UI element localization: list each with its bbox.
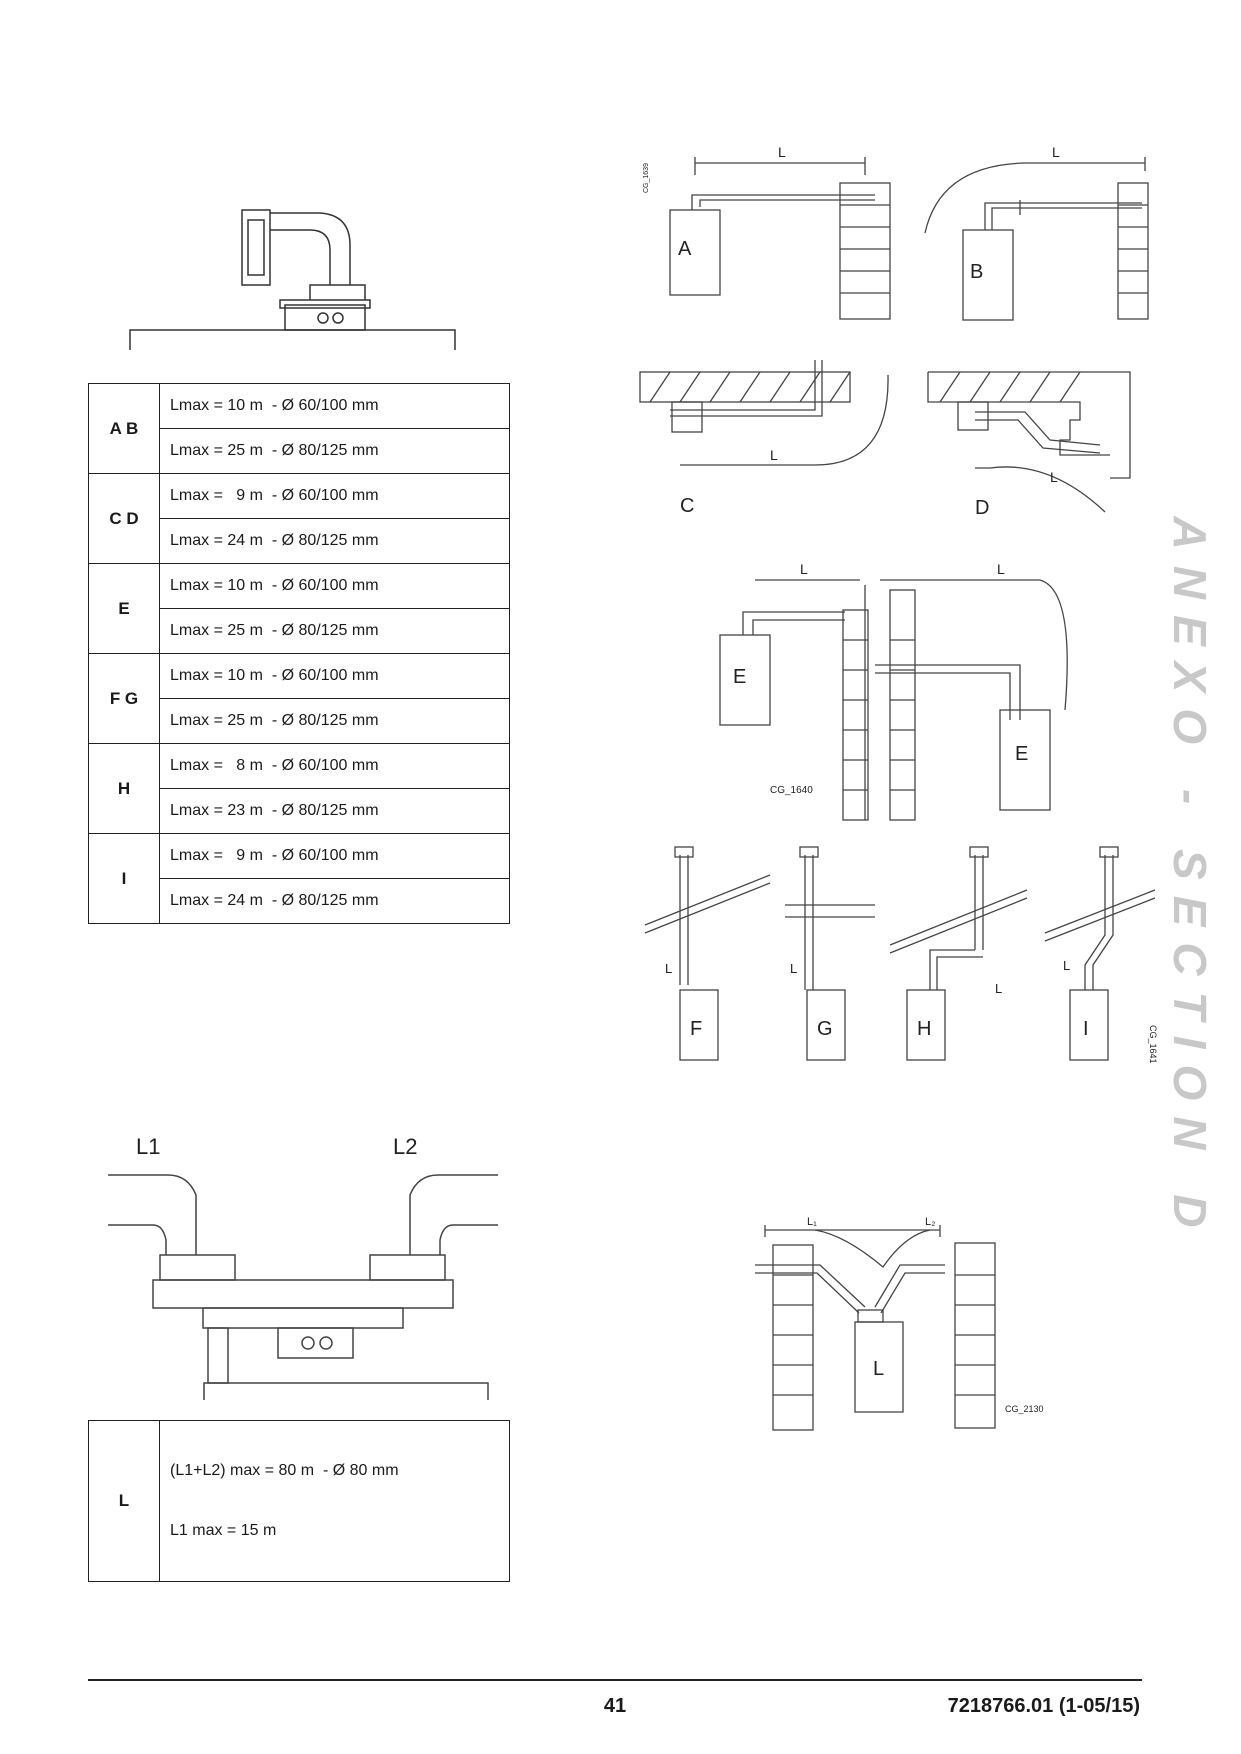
lmax-key: H xyxy=(88,743,160,834)
label-e2: E xyxy=(1015,743,1028,765)
lmax-key: E xyxy=(88,563,160,654)
lmax-row: Lmax = 23 m - Ø 80/125 mm xyxy=(89,788,510,834)
label-c: C xyxy=(680,495,694,517)
lmax-value: Lmax = 25 m - Ø 80/125 mm xyxy=(159,428,510,474)
label-h: H xyxy=(917,1018,931,1040)
len-b: L xyxy=(1052,144,1060,160)
lmax-row: Lmax = 25 m - Ø 80/125 mm xyxy=(89,428,510,474)
lmax-value: Lmax = 25 m - Ø 80/125 mm xyxy=(159,608,510,654)
label-e1: E xyxy=(733,666,746,688)
lmax-key: F G xyxy=(88,653,160,744)
label-a: A xyxy=(678,238,692,260)
lmax-value: Lmax = 9 m - Ø 60/100 mm xyxy=(159,473,510,519)
len-f: L xyxy=(665,961,672,976)
elbow-diagram xyxy=(129,209,456,350)
label-L2: L2 xyxy=(393,1134,417,1159)
twin-pipe-diagram: L1 L2 xyxy=(108,1134,498,1400)
diagram-a-b: CG_1639 A B L L xyxy=(643,144,1149,321)
page-number: 41 xyxy=(603,1695,627,1717)
len-i: L xyxy=(1063,958,1070,973)
len-e1: L xyxy=(800,561,808,577)
len-l1: L₁ xyxy=(807,1216,817,1228)
l-table-line2: L1 max = 15 m xyxy=(170,1522,277,1539)
label-b: B xyxy=(970,261,983,283)
document-reference: 7218766.01 (1-05/15) xyxy=(947,1695,1140,1717)
diagram-c-d: C D L L xyxy=(639,360,1131,519)
label-l: L xyxy=(873,1358,884,1380)
lmax-value: Lmax = 10 m - Ø 60/100 mm xyxy=(159,383,510,429)
diagram-l: L L₁ L₂ CG_2130 xyxy=(755,1216,1044,1431)
diagram-f-g-h-i: F G H I L L L L CG_1641 xyxy=(644,846,1158,1064)
len-e2: L xyxy=(997,561,1005,577)
label-d: D xyxy=(975,497,989,519)
l-table-key: L xyxy=(88,1420,160,1582)
lmax-value: Lmax = 10 m - Ø 60/100 mm xyxy=(159,563,510,609)
diagram-e: E E L L CG_1640 xyxy=(719,561,1068,821)
code-cg1641: CG_1641 xyxy=(1148,1025,1158,1064)
lmax-value: Lmax = 10 m - Ø 60/100 mm xyxy=(159,653,510,699)
lmax-row: Lmax = 24 m - Ø 80/125 mm xyxy=(89,878,510,924)
lmax-key: A B xyxy=(88,383,160,474)
len-h: L xyxy=(995,981,1002,996)
label-i: I xyxy=(1083,1018,1089,1040)
code-cg1640: CG_1640 xyxy=(770,785,813,796)
lmax-row: Lmax = 24 m - Ø 80/125 mm xyxy=(89,518,510,564)
lmax-value: Lmax = 9 m - Ø 60/100 mm xyxy=(159,833,510,879)
lmax-value: Lmax = 24 m - Ø 80/125 mm xyxy=(159,878,510,924)
label-f: F xyxy=(690,1018,702,1040)
lmax-key: I xyxy=(88,833,160,924)
l-table-line1: (L1+L2) max = 80 m - Ø 80 mm xyxy=(170,1462,399,1479)
lmax-row: Lmax = 25 m - Ø 80/125 mm xyxy=(89,698,510,744)
lmax-value: Lmax = 25 m - Ø 80/125 mm xyxy=(159,698,510,744)
side-title-text: ANEXO - SECTION D xyxy=(1164,516,1216,1244)
code-cg2130: CG_2130 xyxy=(1005,1404,1044,1414)
lmax-key: C D xyxy=(88,473,160,564)
label-L1: L1 xyxy=(136,1134,160,1159)
lmax-value: Lmax = 23 m - Ø 80/125 mm xyxy=(159,788,510,834)
lmax-row: Lmax = 25 m - Ø 80/125 mm xyxy=(89,608,510,654)
footer-rule xyxy=(88,1679,1142,1681)
len-l2: L₂ xyxy=(925,1216,935,1228)
len-g: L xyxy=(790,961,797,976)
side-section-title: ANEXO - SECTION D xyxy=(1150,517,1230,1244)
code-cg1639: CG_1639 xyxy=(643,163,650,193)
lmax-value: Lmax = 24 m - Ø 80/125 mm xyxy=(159,518,510,564)
label-g: G xyxy=(817,1018,833,1040)
l-table: L (L1+L2) max = 80 m - Ø 80 mm L1 max = … xyxy=(88,1420,510,1582)
lmax-value: Lmax = 8 m - Ø 60/100 mm xyxy=(159,743,510,789)
len-a: L xyxy=(778,144,786,160)
len-c: L xyxy=(770,447,778,463)
len-d: L xyxy=(1050,469,1058,485)
